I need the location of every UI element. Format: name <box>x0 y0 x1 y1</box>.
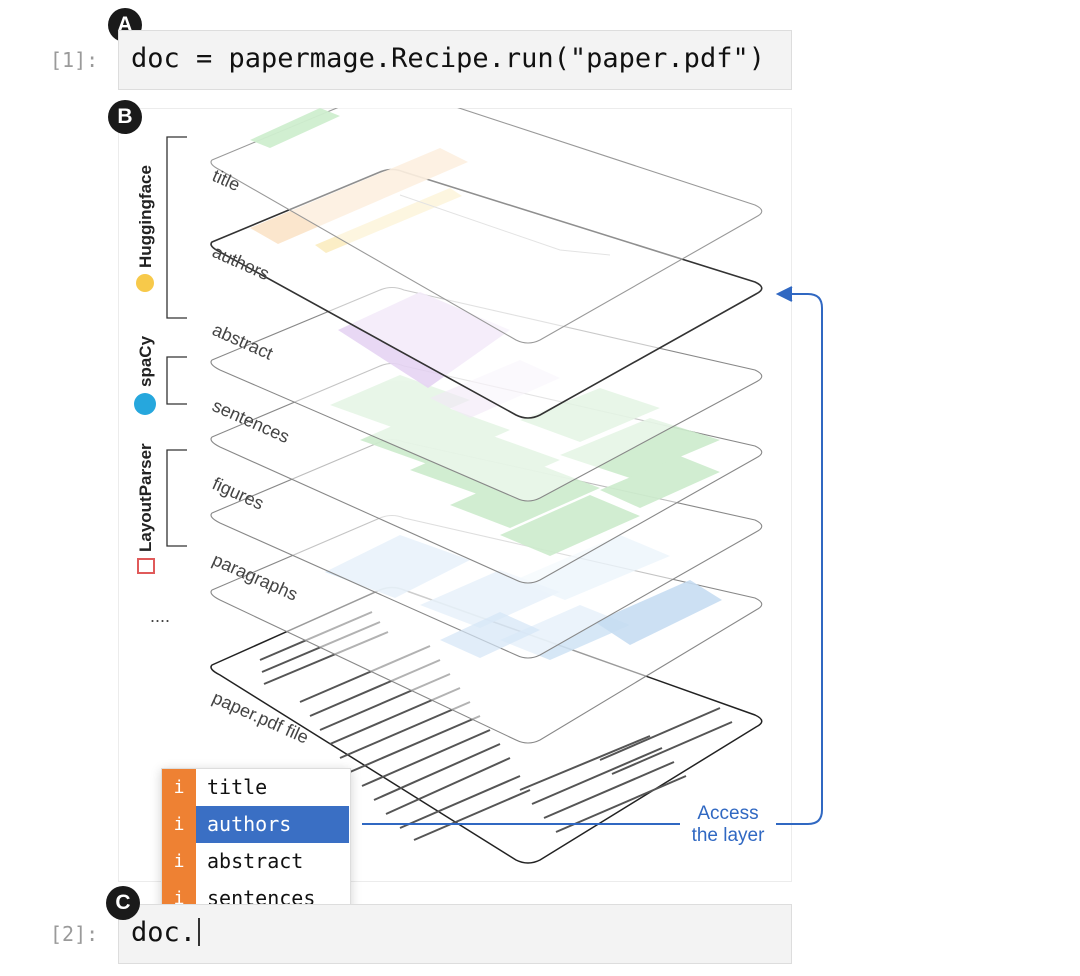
figure-box <box>440 612 540 658</box>
cell-1-prompt: [1]: <box>50 48 99 72</box>
code-cell-2[interactable]: doc. <box>118 904 792 964</box>
autocomplete-label: authors <box>196 806 349 843</box>
more-libraries-ellipsis: .... <box>150 606 171 626</box>
text-cursor <box>198 918 201 946</box>
layer-authors <box>210 148 763 419</box>
title-box <box>250 108 340 148</box>
bracket-layoutparser <box>166 449 187 547</box>
autocomplete-label: title <box>207 775 268 799</box>
access-arrow <box>362 286 823 825</box>
bracket-huggingface <box>166 136 187 319</box>
layer-outline <box>210 108 763 344</box>
badge-b: B <box>108 100 142 134</box>
paragraph-box <box>595 580 722 645</box>
bracket-spacy <box>166 356 187 405</box>
cell-2-code-line: doc. <box>131 917 201 948</box>
layer-title <box>210 108 763 344</box>
code-cell-1[interactable]: doc = papermage.Recipe.run("paper.pdf") <box>118 30 792 90</box>
instance-icon: i <box>162 843 196 880</box>
instance-icon: i <box>162 806 196 843</box>
autocomplete-popup: i title i authors i abstract i sentences <box>161 768 351 918</box>
autocomplete-item-title[interactable]: i title <box>162 769 350 806</box>
annotation-line-2: the layer <box>691 825 765 846</box>
annotation-line-1: Access <box>697 803 759 824</box>
cell-2-prompt: [2]: <box>50 922 99 946</box>
autocomplete-item-authors[interactable]: i authors <box>162 806 350 843</box>
access-layer-annotation: Access the layer <box>680 803 776 847</box>
authors-inner-line <box>399 194 611 256</box>
authors-box <box>315 188 462 253</box>
badge-c: C <box>106 886 140 920</box>
autocomplete-label: abstract <box>207 849 304 873</box>
library-brackets <box>166 136 187 547</box>
cell-1-code: doc = papermage.Recipe.run("paper.pdf") <box>131 43 765 74</box>
authors-box <box>250 148 468 244</box>
autocomplete-item-abstract[interactable]: i abstract <box>162 843 350 880</box>
instance-icon: i <box>162 769 196 806</box>
cell-2-code: doc. <box>131 917 197 948</box>
